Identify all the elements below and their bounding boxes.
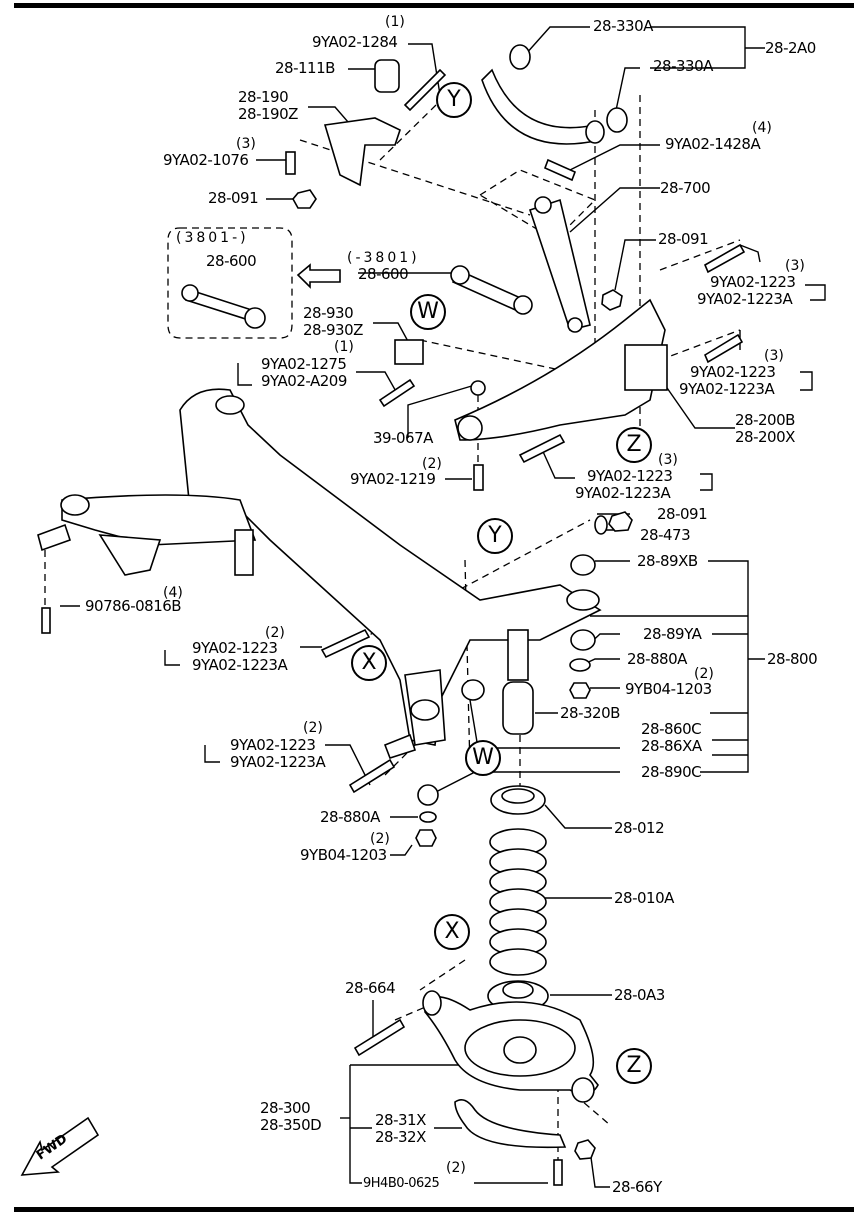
part-label-28-89ya[interactable]: 28-89YA bbox=[643, 625, 702, 643]
part-label-28-200x[interactable]: 28-200X bbox=[735, 428, 795, 446]
part-label-28-091-b[interactable]: 28-091 bbox=[658, 230, 709, 248]
part-label-9ya02-1223-r3[interactable]: 9YA02-1223 bbox=[587, 467, 673, 485]
part-label-9ya02-1223-r2[interactable]: 9YA02-1223 bbox=[690, 363, 776, 381]
callout-x-bottom: X bbox=[434, 914, 470, 950]
part-label-90786-0816b[interactable]: 90786-0816B bbox=[85, 597, 182, 615]
coil-spring bbox=[489, 828, 547, 976]
part-label-9ya02-1223-l2[interactable]: 9YA02-1223 bbox=[230, 736, 316, 754]
range-label-3801-box: (3801-) bbox=[176, 230, 249, 246]
qty-9h4b0-0625: (2) bbox=[446, 1160, 466, 1176]
qty-9yb04-1203-b: (2) bbox=[370, 831, 390, 847]
part-label-28-31x[interactable]: 28-31X bbox=[375, 1111, 426, 1129]
part-label-28-473[interactable]: 28-473 bbox=[640, 526, 691, 544]
part-label-28-111b[interactable]: 28-111B bbox=[275, 59, 335, 77]
qty-9ya02-1284: (1) bbox=[385, 14, 405, 30]
part-shapes bbox=[20, 44, 746, 1186]
qty-90786-0816b: (4) bbox=[163, 585, 183, 601]
part-label-28-930z[interactable]: 28-930Z bbox=[303, 321, 363, 339]
part-label-28-880a-2[interactable]: 28-880A bbox=[320, 808, 380, 826]
part-label-9ya02-1219[interactable]: 9YA02-1219 bbox=[350, 470, 436, 488]
part-label-9ya02-1223a-r1[interactable]: 9YA02-1223A bbox=[697, 290, 793, 308]
fwd-arrow-shape bbox=[20, 1116, 100, 1176]
part-label-28-350d[interactable]: 28-350D bbox=[260, 1116, 322, 1134]
callout-w-mid: W bbox=[465, 740, 501, 776]
callout-z-top: Z bbox=[616, 427, 652, 463]
callout-z-bottom: Z bbox=[616, 1048, 652, 1084]
part-label-28-880a-1[interactable]: 28-880A bbox=[627, 650, 687, 668]
part-label-9h4b0-0625[interactable]: 9H4B0-0625 bbox=[363, 1176, 440, 1191]
callout-x-mid: X bbox=[351, 645, 387, 681]
qty-9ya02-1223-l2: (2) bbox=[303, 720, 323, 736]
part-label-28-091-c[interactable]: 28-091 bbox=[657, 505, 708, 523]
part-label-28-66y[interactable]: 28-66Y bbox=[612, 1178, 662, 1196]
part-label-28-320b[interactable]: 28-320B bbox=[560, 704, 620, 722]
qty-9ya02-1223-r1: (3) bbox=[785, 258, 805, 274]
part-label-9yb04-1203-b[interactable]: 9YB04-1203 bbox=[300, 846, 387, 864]
part-label-9ya02-1223a-r3[interactable]: 9YA02-1223A bbox=[575, 484, 671, 502]
part-label-39-067a[interactable]: 39-067A bbox=[373, 429, 433, 447]
part-label-9ya02-1428a[interactable]: 9YA02-1428A bbox=[665, 135, 761, 153]
part-label-28-190z[interactable]: 28-190Z bbox=[238, 105, 298, 123]
part-label-28-200b[interactable]: 28-200B bbox=[735, 411, 795, 429]
qty-9ya02-1428a: (4) bbox=[752, 120, 772, 136]
range-label-3801: (-3801) bbox=[347, 250, 420, 266]
part-label-28-600-box[interactable]: 28-600 bbox=[206, 252, 257, 270]
part-label-9ya02-1223-r1[interactable]: 9YA02-1223 bbox=[710, 273, 796, 291]
part-label-28-89xb[interactable]: 28-89XB bbox=[637, 552, 698, 570]
part-label-9ya02-1284[interactable]: 9YA02-1284 bbox=[312, 33, 398, 51]
assembly-dash-lines bbox=[44, 95, 741, 1175]
qty-9yb04-1203-a: (2) bbox=[694, 666, 714, 682]
qty-9ya02-1223-r2: (3) bbox=[764, 348, 784, 364]
callout-y-mid: Y bbox=[477, 518, 513, 554]
part-label-28-860c[interactable]: 28-860C bbox=[641, 720, 702, 738]
part-label-28-600[interactable]: 28-600 bbox=[358, 265, 409, 283]
part-label-28-800[interactable]: 28-800 bbox=[767, 650, 818, 668]
qty-9ya02-1076: (3) bbox=[236, 136, 256, 152]
part-label-28-0a3[interactable]: 28-0A3 bbox=[614, 986, 665, 1004]
part-label-28-300[interactable]: 28-300 bbox=[260, 1099, 311, 1117]
top-border-rule bbox=[14, 3, 854, 8]
part-label-9yb04-1203-a[interactable]: 9YB04-1203 bbox=[625, 680, 712, 698]
part-label-28-330a-1[interactable]: 28-330A bbox=[593, 17, 653, 35]
part-label-9ya02-1223a-l1[interactable]: 9YA02-1223A bbox=[192, 656, 288, 674]
callout-y-top: Y bbox=[436, 82, 472, 118]
part-label-9ya02-1223a-r2[interactable]: 9YA02-1223A bbox=[679, 380, 775, 398]
bottom-border-rule bbox=[14, 1207, 854, 1212]
callout-w-top: W bbox=[410, 294, 446, 330]
qty-9ya02-1275: (1) bbox=[334, 339, 354, 355]
part-label-28-091-a[interactable]: 28-091 bbox=[208, 189, 259, 207]
part-label-28-890c[interactable]: 28-890C bbox=[641, 763, 702, 781]
part-label-28-190[interactable]: 28-190 bbox=[238, 88, 289, 106]
part-label-9ya02-1223-l1[interactable]: 9YA02-1223 bbox=[192, 639, 278, 657]
qty-9ya02-1219: (2) bbox=[422, 456, 442, 472]
qty-9ya02-1223-l1: (2) bbox=[265, 625, 285, 641]
part-label-28-012[interactable]: 28-012 bbox=[614, 819, 665, 837]
part-label-28-2a0[interactable]: 28-2A0 bbox=[765, 39, 816, 57]
part-label-28-700[interactable]: 28-700 bbox=[660, 179, 711, 197]
part-label-28-010a[interactable]: 28-010A bbox=[614, 889, 674, 907]
part-label-28-664[interactable]: 28-664 bbox=[345, 979, 396, 997]
leader-lines bbox=[60, 26, 826, 1188]
part-label-9ya02-1223a-l2[interactable]: 9YA02-1223A bbox=[230, 753, 326, 771]
part-label-28-86xa[interactable]: 28-86XA bbox=[641, 737, 702, 755]
part-label-9ya02-1076[interactable]: 9YA02-1076 bbox=[163, 151, 249, 169]
part-label-9ya02-1275[interactable]: 9YA02-1275 bbox=[261, 355, 347, 373]
qty-9ya02-1223-r3: (3) bbox=[658, 452, 678, 468]
part-label-28-330a-2[interactable]: 28-330A bbox=[653, 57, 713, 75]
part-label-9ya02-a209[interactable]: 9YA02-A209 bbox=[261, 372, 347, 390]
part-label-28-32x[interactable]: 28-32X bbox=[375, 1128, 426, 1146]
part-label-28-930[interactable]: 28-930 bbox=[303, 304, 354, 322]
